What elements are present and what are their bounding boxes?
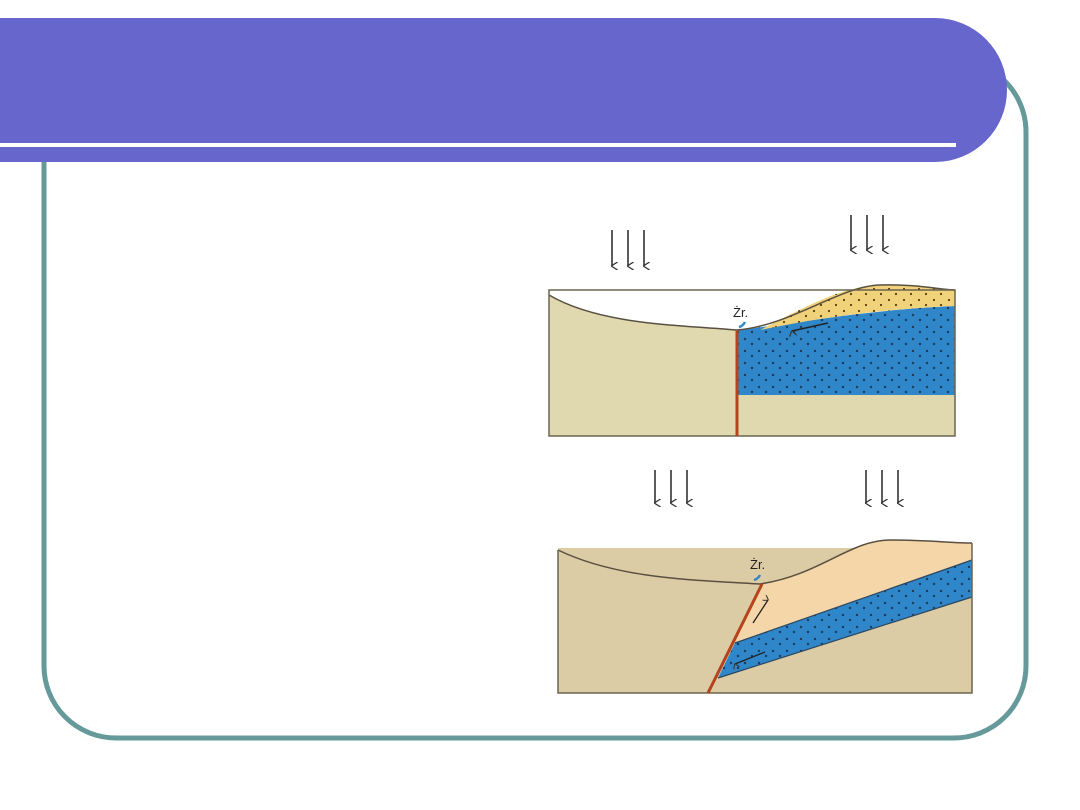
title-bar (0, 18, 1007, 162)
diagram-top: Żr. (548, 215, 956, 437)
title-underline (0, 143, 956, 147)
rain-arrows-icon (611, 215, 883, 266)
diagram-bottom: Żr. (557, 470, 973, 694)
lower-rock-layer (737, 395, 955, 436)
ground-surface (557, 539, 973, 585)
fault-line (706, 583, 764, 694)
spring-icon (753, 574, 762, 582)
spring-label: Żr. (733, 305, 748, 320)
ground-surface (548, 284, 956, 331)
left-rock-block (549, 295, 737, 436)
peach-layer (735, 540, 972, 643)
flow-arrow-up-icon (752, 600, 768, 624)
spring-icon (738, 321, 747, 329)
flow-arrow-left-icon (735, 651, 766, 664)
spring-label: Żr. (750, 557, 765, 572)
flow-arrow-icon (792, 322, 829, 331)
rain-arrows-icon (654, 470, 898, 503)
